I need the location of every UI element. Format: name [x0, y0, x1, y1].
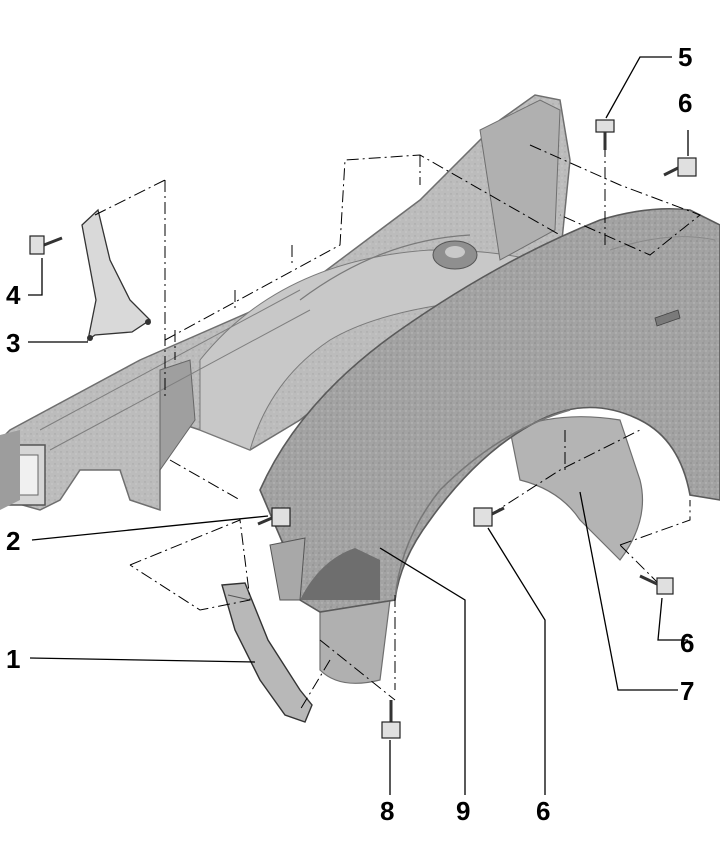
callout-2: 2 [6, 526, 20, 556]
callout-6-lower: 6 [680, 628, 694, 658]
callout-1: 1 [6, 644, 20, 674]
bolt-8 [381, 700, 401, 739]
callout-8: 8 [380, 796, 394, 826]
assembly-lines [94, 144, 701, 711]
wheel-arch-liner [319, 416, 644, 684]
callout-7: 7 [680, 676, 694, 706]
callout-9: 9 [456, 796, 470, 826]
screw-5 [595, 119, 615, 150]
callout-4: 4 [6, 280, 21, 310]
bolt-6-top [663, 157, 697, 177]
bolt-4 [29, 235, 63, 255]
mounting-bracket-small [81, 208, 152, 342]
bolt-6-middle [473, 506, 505, 527]
callout-6-bottom: 6 [536, 796, 550, 826]
bolt-2 [257, 507, 291, 527]
front-fender [259, 207, 720, 613]
callout-labels: 1 2 3 4 5 6 6 6 7 8 9 [6, 42, 694, 826]
fender-bracket [221, 582, 313, 723]
callout-6-top: 6 [678, 88, 692, 118]
callout-5: 5 [678, 42, 692, 72]
callout-3: 3 [6, 328, 20, 358]
bolt-6-lower [639, 574, 674, 595]
leader-lines [28, 56, 689, 795]
